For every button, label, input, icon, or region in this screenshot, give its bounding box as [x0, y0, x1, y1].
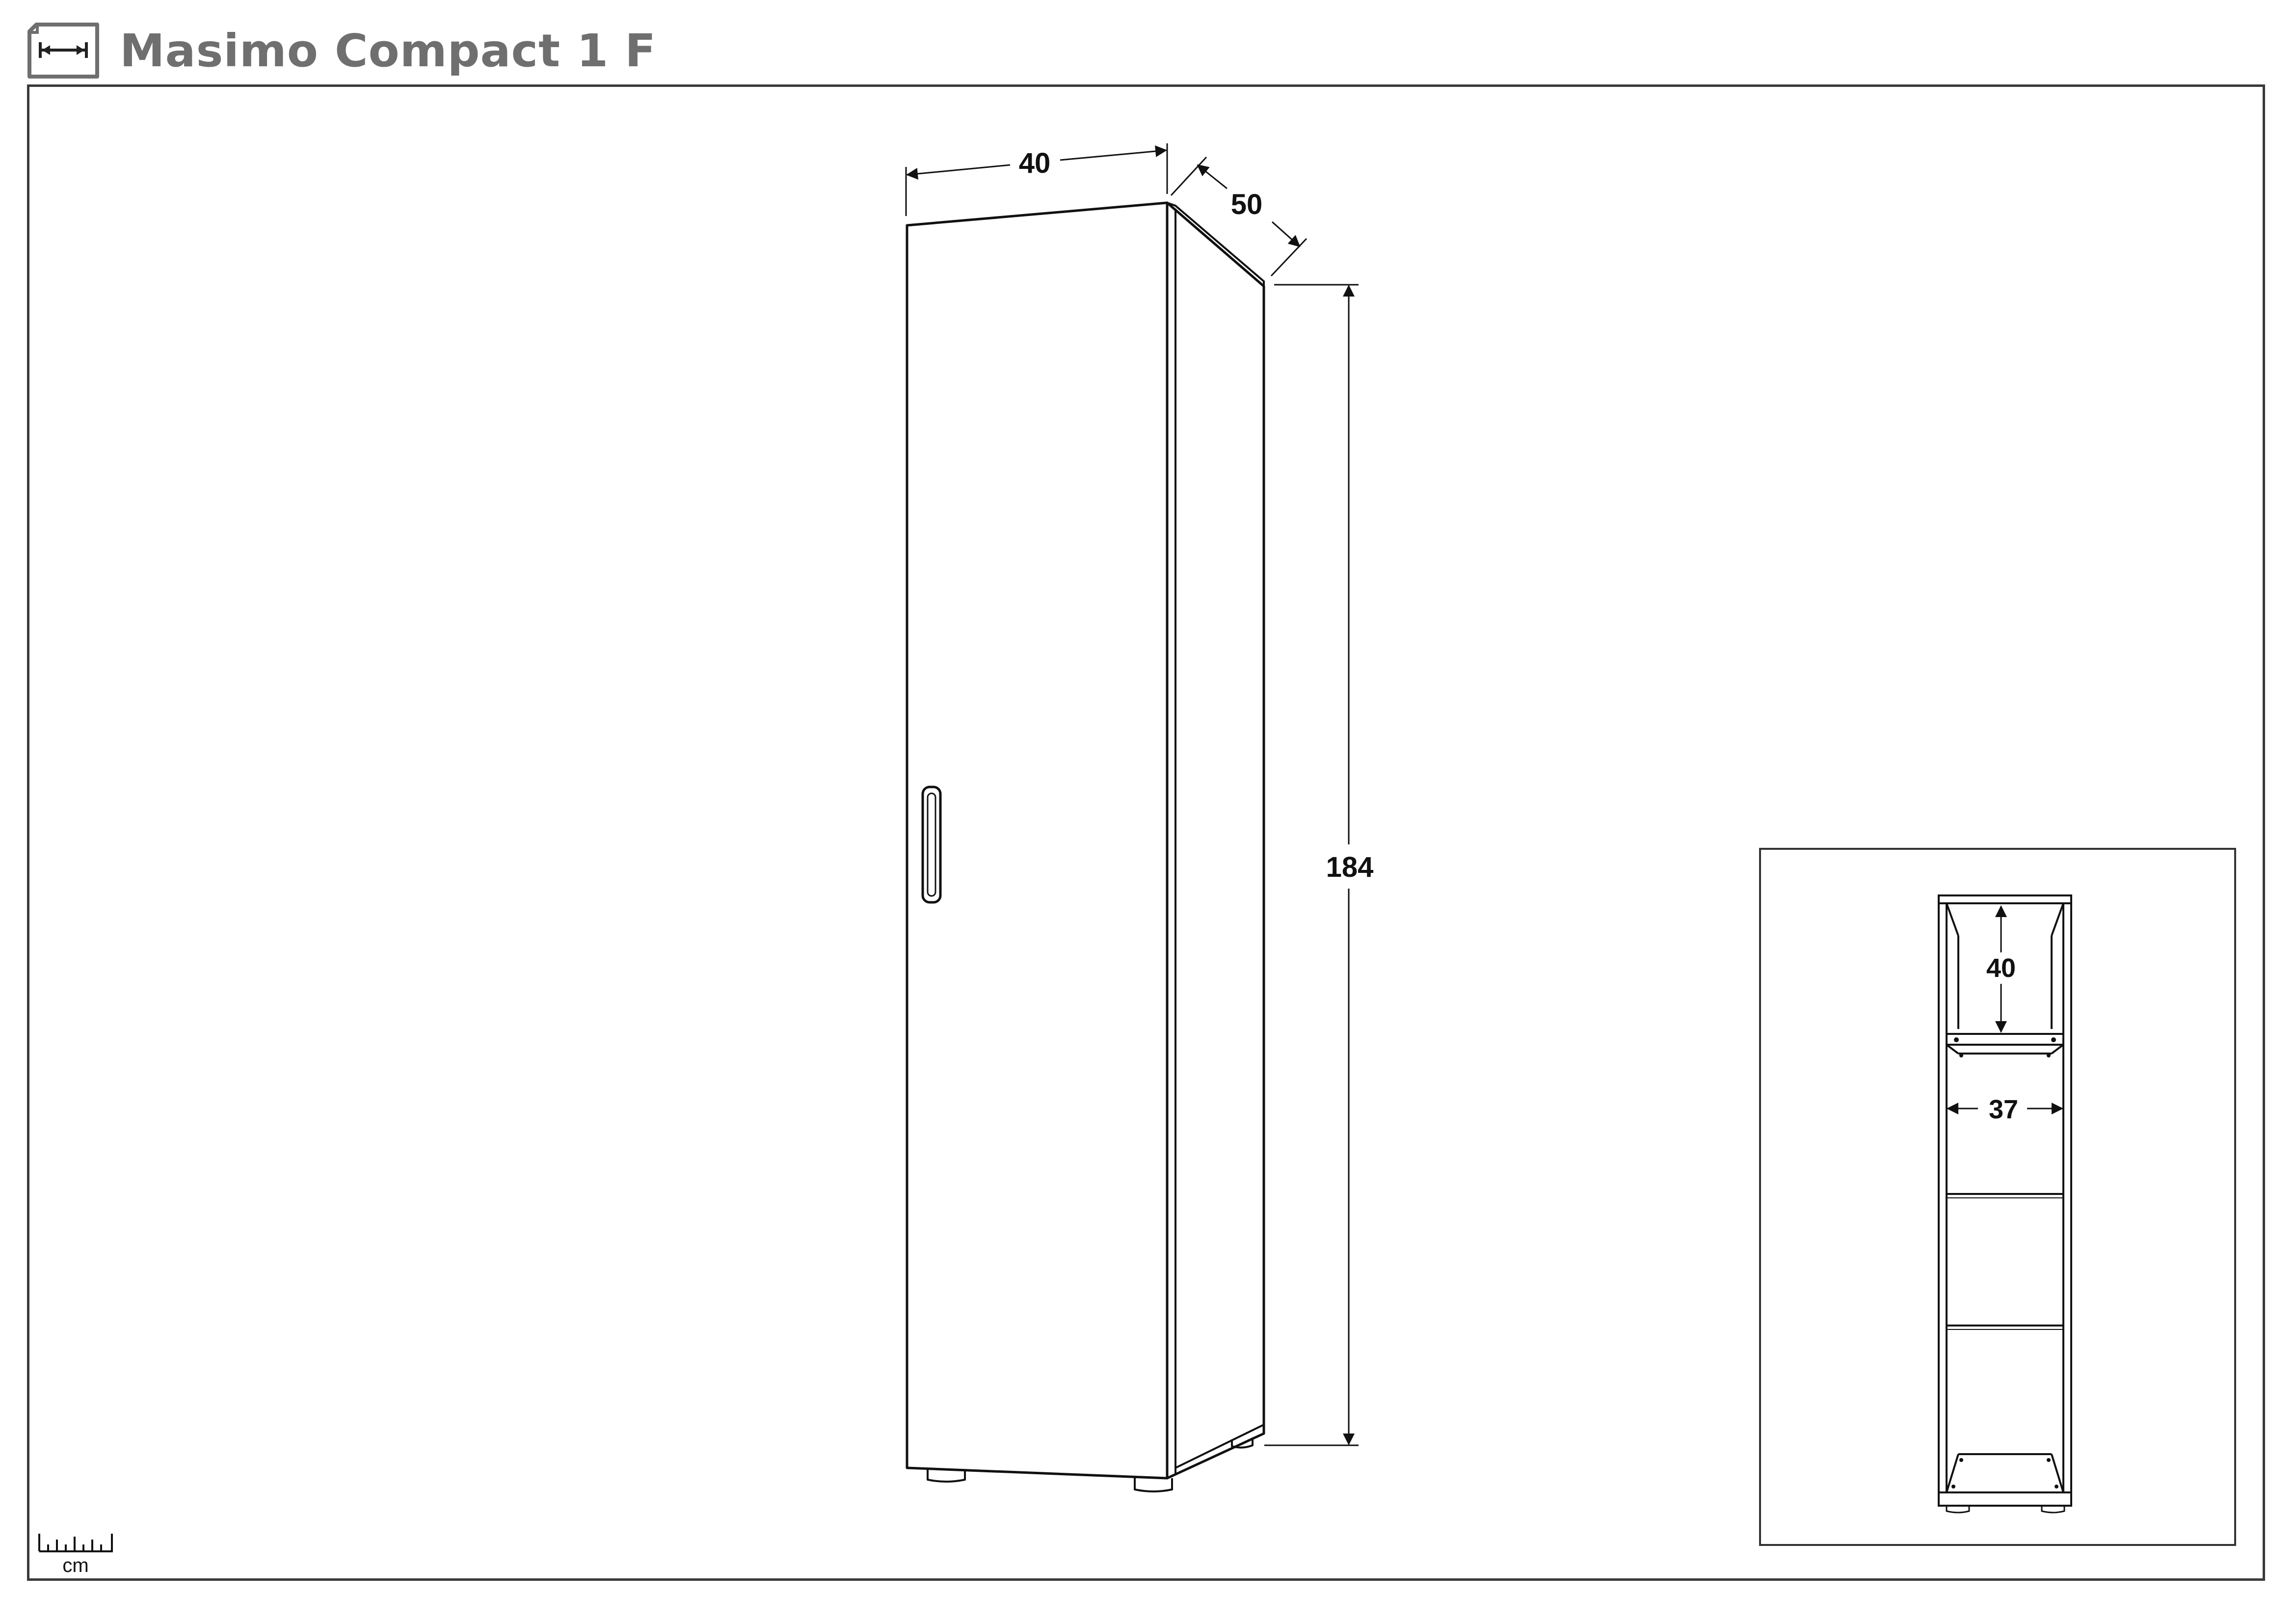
page-title: Masimo Compact 1 F [120, 24, 656, 77]
cabinet-side-panel [1166, 201, 1265, 1480]
depth-dimension [1170, 156, 1308, 277]
cabinet-foot [1134, 1477, 1173, 1492]
depth-label: 50 [1231, 189, 1263, 220]
height-label: 184 [1326, 851, 1374, 883]
cabinet-main-view [906, 201, 1265, 1492]
detail-view-frame [1759, 848, 2236, 1546]
cabinet-front-door [906, 201, 1169, 1480]
cabinet-foot [1231, 1437, 1254, 1449]
ruler-icon [38, 1534, 113, 1552]
scale-unit-label: cm [62, 1555, 88, 1576]
height-dimension [1264, 284, 1359, 1446]
cabinet-top-edge [1167, 202, 1265, 286]
compartment-height-label: 40 [1986, 953, 2016, 983]
header: Masimo Compact 1 F [26, 19, 656, 82]
shelf-support-pins [1951, 1037, 2058, 1489]
inner-width-label: 37 [1989, 1095, 2018, 1124]
drawing-frame [27, 84, 2265, 1581]
width-dimension [905, 143, 1168, 216]
upper-shelf [1946, 1033, 2064, 1046]
door-handle [921, 785, 942, 904]
dimensions-sheet-icon [27, 23, 99, 79]
cabinet-interior-view [1938, 894, 2072, 1514]
cabinet-foot [927, 1468, 966, 1483]
width-label: 40 [1019, 147, 1051, 179]
